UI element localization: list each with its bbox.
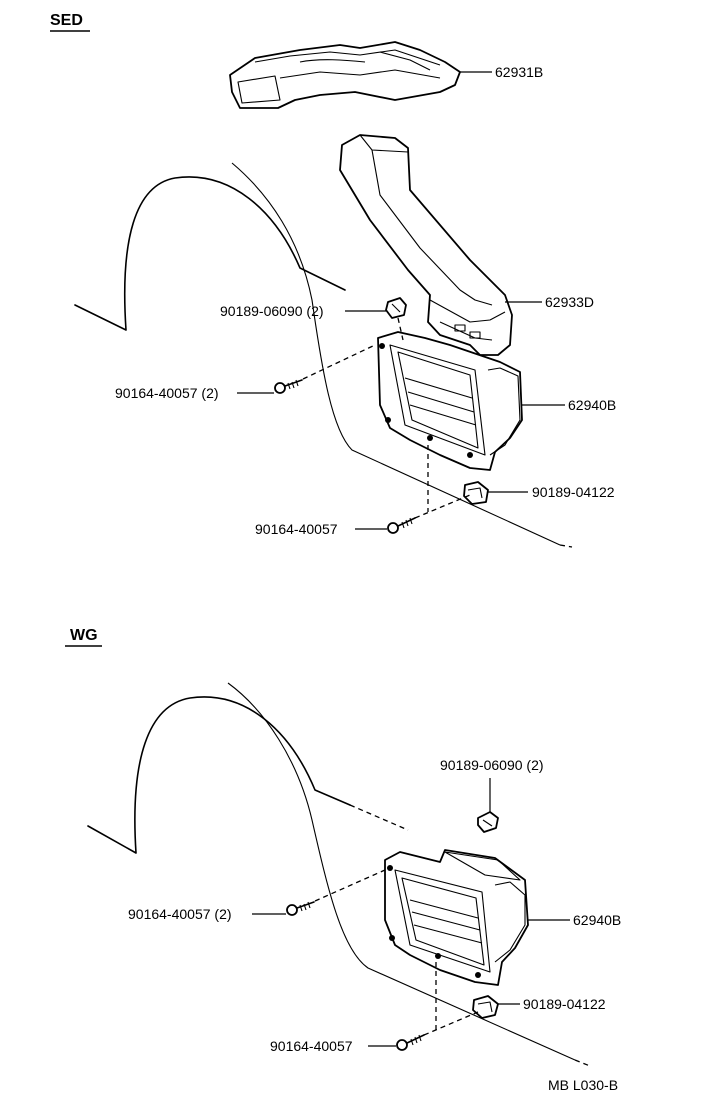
- screw-90164-40057-2-sed: [274, 379, 303, 394]
- label-90189-06090-wg: 90189-06090 (2): [440, 757, 544, 773]
- sed-wheel-arch: [74, 176, 346, 331]
- wg-wheel-arch: [87, 696, 351, 854]
- label-62931b: 62931B: [495, 64, 543, 80]
- sed-body-line: [231, 162, 561, 546]
- wg-body-line: [227, 682, 576, 1061]
- sed-section-title: SED: [50, 12, 83, 29]
- wg-screw-dash: [314, 869, 386, 902]
- screw-90164-40057-2-wg: [286, 901, 315, 916]
- screw-90164-40057-sed: [387, 517, 416, 534]
- clip-90189-06090-wg: [477, 811, 499, 833]
- label-62933d: 62933D: [545, 294, 594, 310]
- vent-62940b-sed: [377, 331, 523, 471]
- sed-clip-dash: [397, 317, 404, 341]
- clip-90189-06090-sed: [385, 297, 407, 319]
- label-62940b-wg: 62940B: [573, 912, 621, 928]
- sed-section: SED 62931B 62933D: [50, 12, 616, 548]
- sed-screw-dash: [302, 344, 376, 380]
- sed-body-line-end: [559, 544, 573, 548]
- wg-lower-dash-d: [423, 1011, 479, 1036]
- wg-section-title: WG: [70, 627, 98, 644]
- label-90164-40057-wg: 90164-40057: [270, 1038, 353, 1054]
- nut-90189-04122-wg: [472, 995, 499, 1019]
- vent-62940b-wg: [384, 849, 529, 986]
- wg-arch-dash: [349, 804, 409, 831]
- duct-62931b: [229, 41, 461, 109]
- figure-code: MB L030-B: [548, 1077, 618, 1093]
- sed-lower-dash-d: [414, 494, 471, 519]
- label-90164-40057-2-sed: 90164-40057 (2): [115, 385, 219, 401]
- label-90164-40057-sed: 90164-40057: [255, 521, 338, 537]
- screw-90164-40057-wg: [396, 1034, 425, 1051]
- duct-62933d: [339, 134, 513, 356]
- label-62940b-sed: 62940B: [568, 397, 616, 413]
- label-90189-04122-wg: 90189-04122: [523, 996, 606, 1012]
- nut-90189-04122-sed: [463, 481, 489, 505]
- label-90189-06090-sed: 90189-06090 (2): [220, 303, 324, 319]
- label-90189-04122-sed: 90189-04122: [532, 484, 615, 500]
- label-90164-40057-2-wg: 90164-40057 (2): [128, 906, 232, 922]
- wg-section: WG 62940B 90189-06090: [65, 627, 621, 1067]
- wg-body-line-end: [574, 1059, 591, 1067]
